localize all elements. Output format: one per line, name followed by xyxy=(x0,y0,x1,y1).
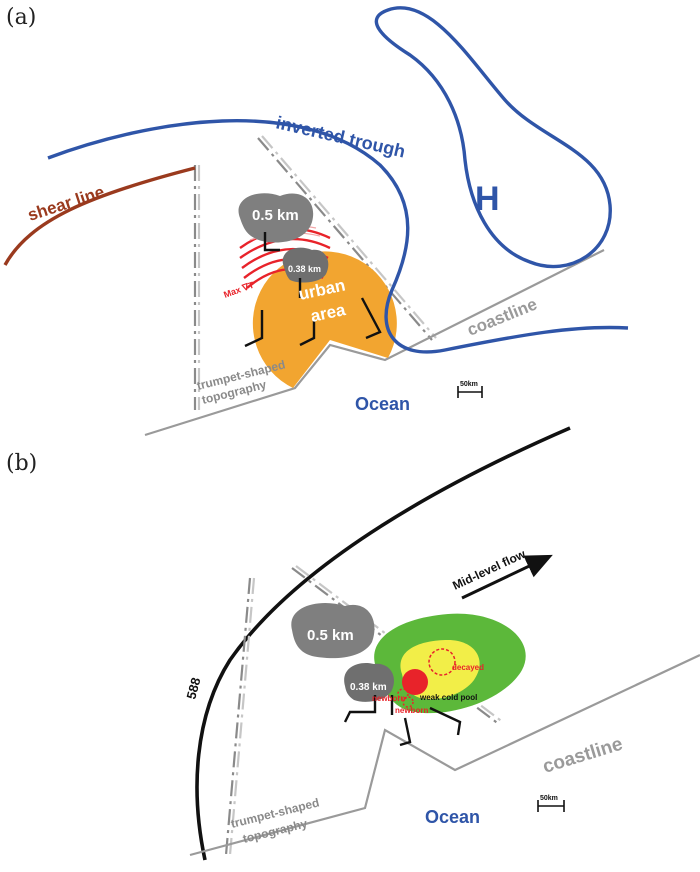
urban-area xyxy=(252,251,397,388)
coastline-a xyxy=(144,249,605,437)
cloud-top-label-a: 0.5 km xyxy=(252,207,299,224)
shear-line xyxy=(3,166,196,266)
wind-barbs-b xyxy=(343,695,462,747)
topography-lines-a xyxy=(193,135,437,410)
coastline-label-b: coastline xyxy=(540,734,625,778)
cloud-top-label-b: 0.5 km xyxy=(307,627,354,644)
contour-label: 588 xyxy=(183,676,203,701)
contour-588 xyxy=(195,426,571,861)
cold-pool-label: weak cold pool xyxy=(419,693,477,702)
mid-level-flow-arrow xyxy=(461,554,553,600)
coastline-b xyxy=(189,654,700,857)
scale-label-b: 50km xyxy=(540,795,558,802)
cloud-0-5km-a xyxy=(238,193,314,243)
high-pressure-contour xyxy=(374,6,612,269)
cloud-low-label-a: 0.38 km xyxy=(288,264,321,274)
cloud-0-38km-b xyxy=(344,662,394,702)
newborn-label-2: newborn xyxy=(395,706,428,715)
ocean-label-b: Ocean xyxy=(425,807,480,827)
newborn-cell-2 xyxy=(402,696,414,708)
decayed-cell xyxy=(428,648,456,676)
inverted-trough-line xyxy=(47,119,629,354)
max-gradient-label: Max ∇T xyxy=(222,280,256,300)
cloud-0-5km-b xyxy=(291,603,375,659)
scale-bar-b xyxy=(537,800,565,812)
panel-a-label: (a) xyxy=(6,5,36,30)
scale-bar-a xyxy=(457,386,483,398)
panel-a: (a) 0. xyxy=(3,5,629,437)
high-label: H xyxy=(475,180,500,218)
shear-line-label: shear line xyxy=(25,182,106,225)
panel-b: (b) 0.5 km 0.38 km xyxy=(6,426,700,861)
newborn-cell-1 xyxy=(397,688,409,700)
cloud-0-38km-a xyxy=(282,247,329,283)
storm-core-red xyxy=(402,669,428,695)
inverted-trough-label: inverted trough xyxy=(274,112,407,161)
cloud-low-label-b: 0.38 km xyxy=(350,682,387,693)
scale-label-a: 50km xyxy=(460,381,478,388)
panel-b-label: (b) xyxy=(6,451,37,476)
newborn-label-1: newborn xyxy=(372,694,405,703)
wind-barbs-a xyxy=(244,232,382,348)
ocean-label-a: Ocean xyxy=(355,394,410,414)
decayed-label: decayed xyxy=(452,663,484,672)
